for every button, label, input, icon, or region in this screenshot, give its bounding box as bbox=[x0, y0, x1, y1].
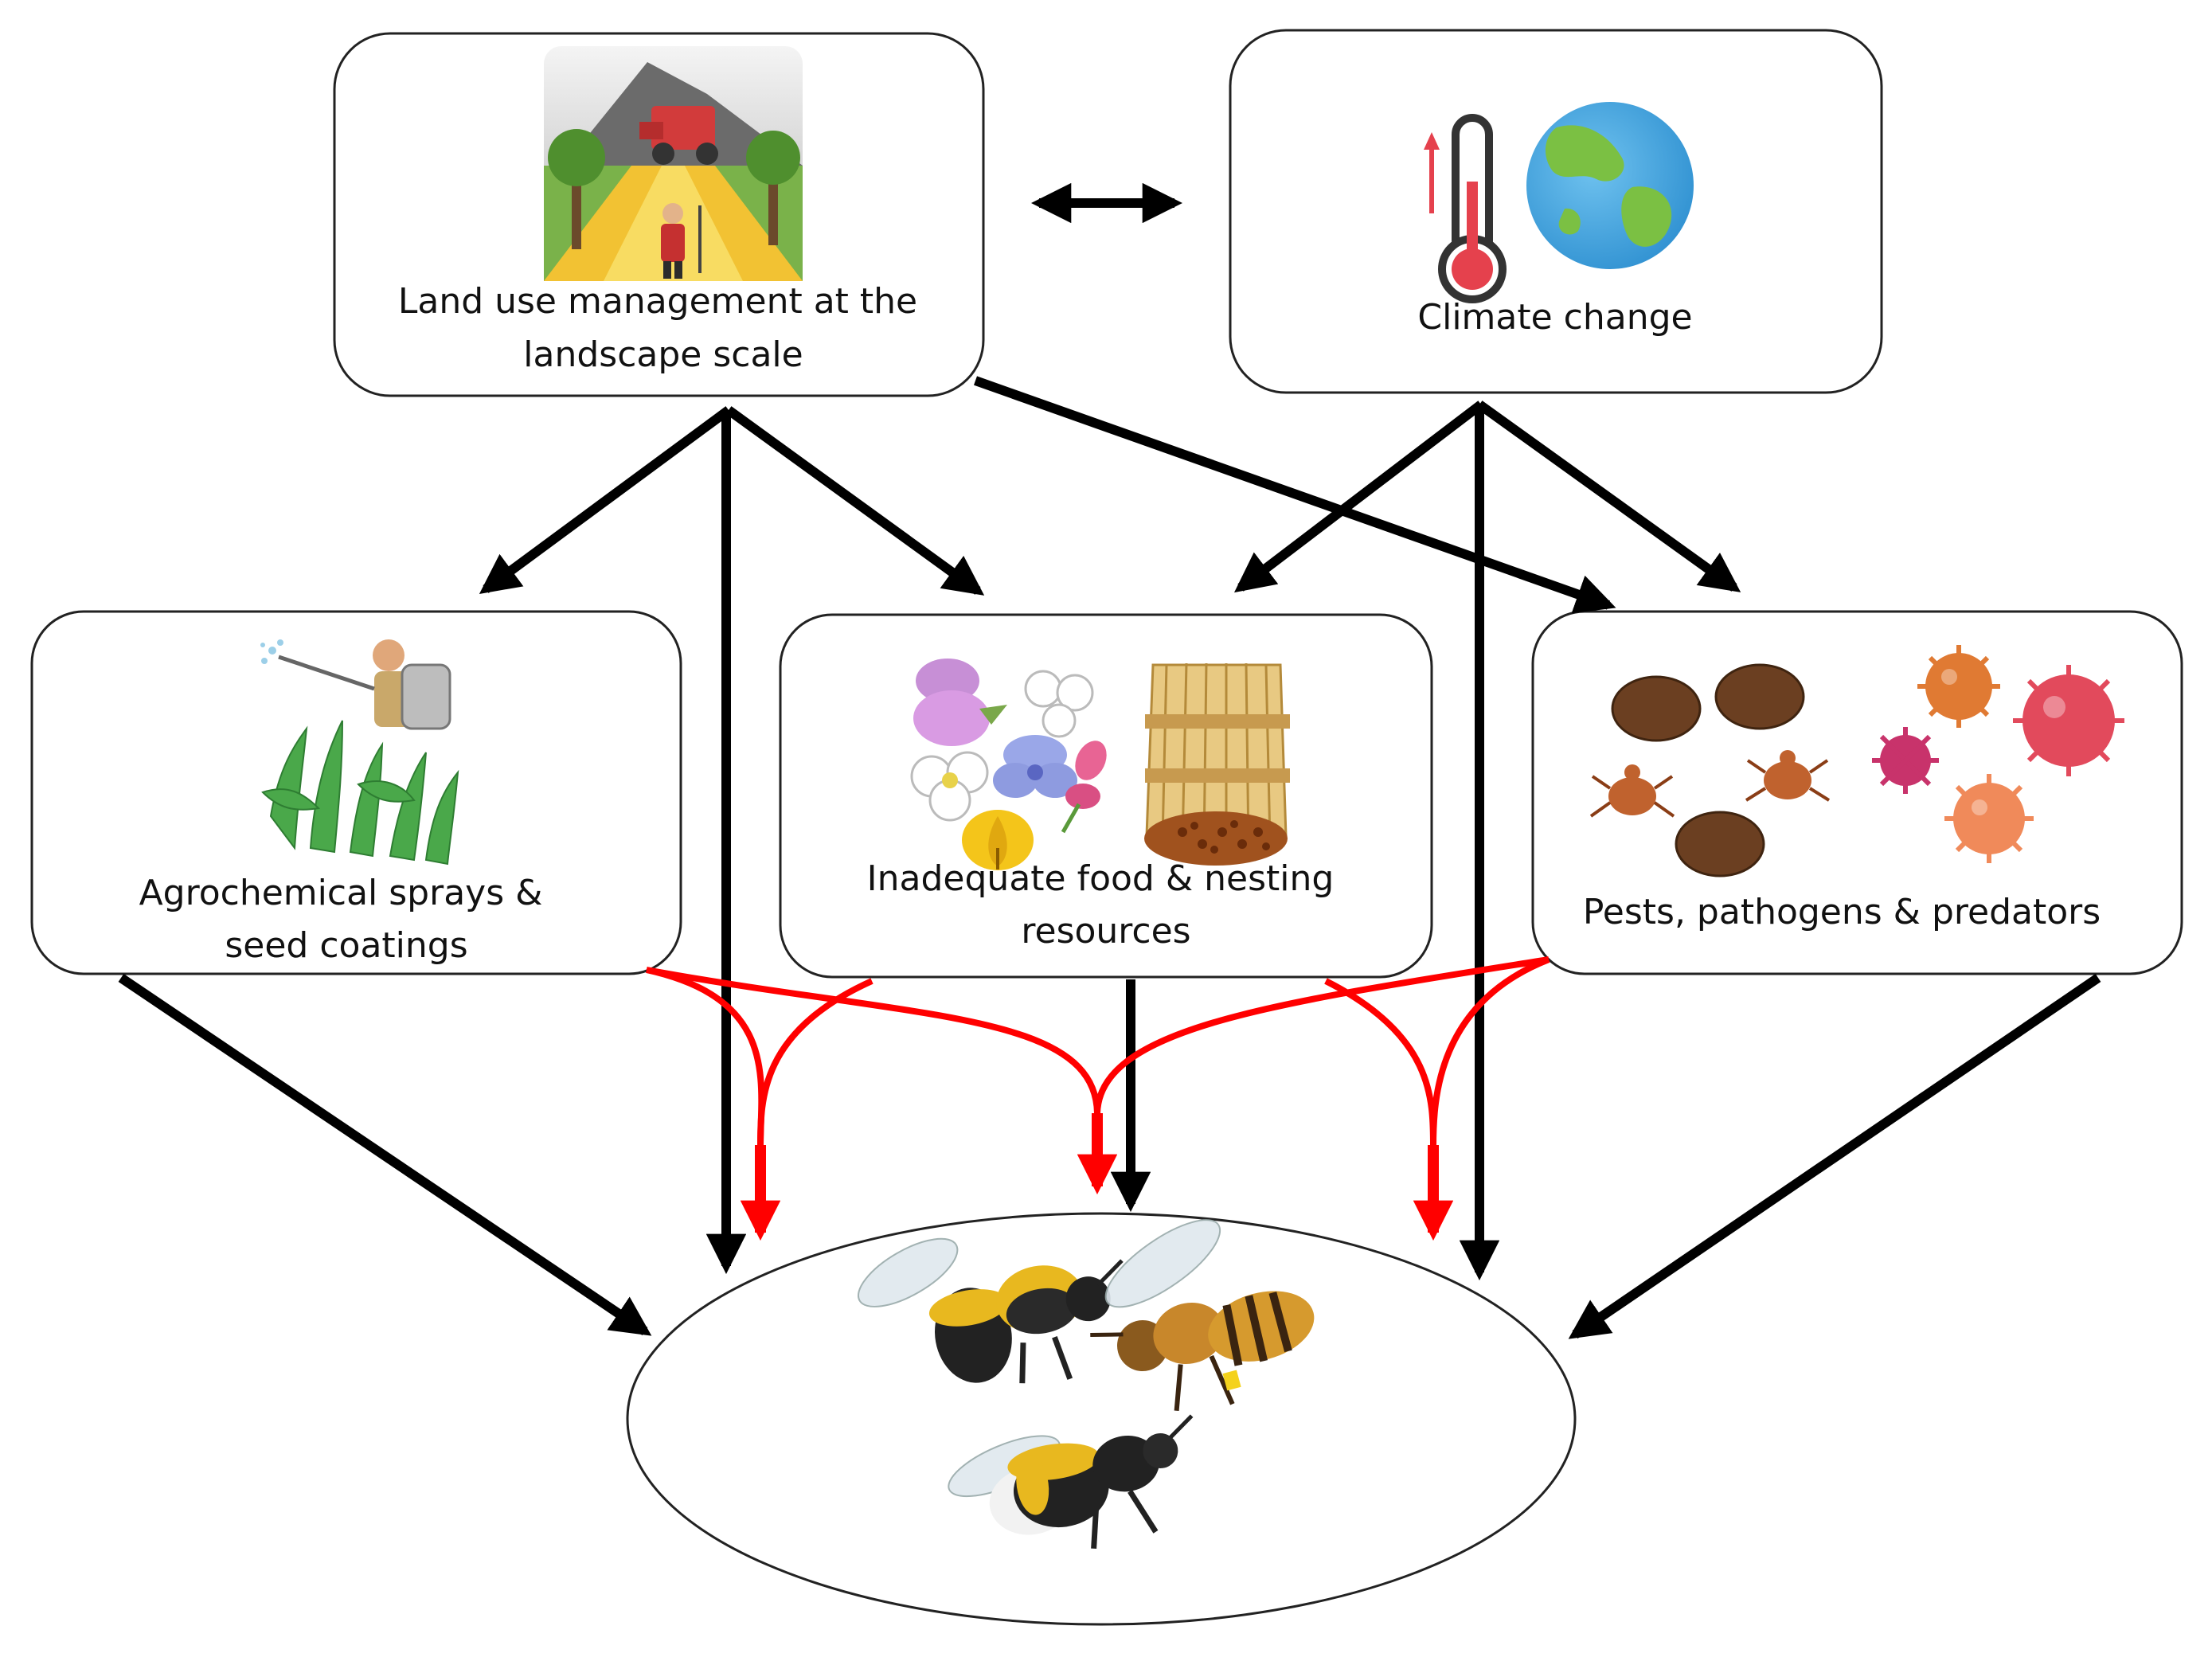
land-use-label: Land use management at the landscape sca… bbox=[398, 281, 928, 375]
thermometer-rising-icon bbox=[1424, 114, 1507, 303]
red-branch-food-left bbox=[757, 978, 873, 1147]
red-branch-pests-right bbox=[1430, 956, 1550, 1147]
mites-icon bbox=[1589, 663, 1831, 877]
arrow-climate-to-pests bbox=[1476, 401, 1741, 592]
farm-landscape-icon bbox=[544, 46, 803, 281]
agrochemical-label: Agrochemical sprays & seed coatings bbox=[139, 873, 554, 966]
arrow-land-to-pests bbox=[973, 376, 1616, 614]
reed-nest-bundle-icon bbox=[1144, 662, 1290, 866]
arrow-land-to-food bbox=[725, 406, 985, 596]
food-nesting-label: Inadequate food & nesting resources bbox=[867, 858, 1346, 952]
arrow-climate-to-food bbox=[1233, 401, 1484, 593]
black-arrows bbox=[118, 182, 2101, 1339]
red-branch-agro-center bbox=[646, 967, 1100, 1116]
red-branch-food-right bbox=[1324, 978, 1436, 1147]
sprayer-farmer-icon bbox=[260, 639, 459, 866]
red-interaction-arrows bbox=[646, 956, 1550, 1241]
pests-label: Pests, pathogens & predators bbox=[1583, 892, 2101, 932]
agrochemical-box bbox=[30, 610, 682, 975]
globe-icon bbox=[1526, 102, 1694, 269]
virus-icon bbox=[1872, 645, 2124, 863]
arrow-agro-to-bees bbox=[118, 974, 652, 1336]
climate-label: Climate change bbox=[1417, 297, 1692, 338]
bees-icon bbox=[857, 1219, 1315, 1550]
flowers-icon bbox=[910, 659, 1107, 870]
bees-ellipse bbox=[626, 1212, 1577, 1626]
red-branch-agro-left bbox=[646, 967, 765, 1147]
red-branch-pests-center bbox=[1094, 956, 1550, 1116]
arrow-land-to-agro bbox=[479, 406, 732, 594]
arrow-pests-to-bees bbox=[1568, 974, 2101, 1339]
